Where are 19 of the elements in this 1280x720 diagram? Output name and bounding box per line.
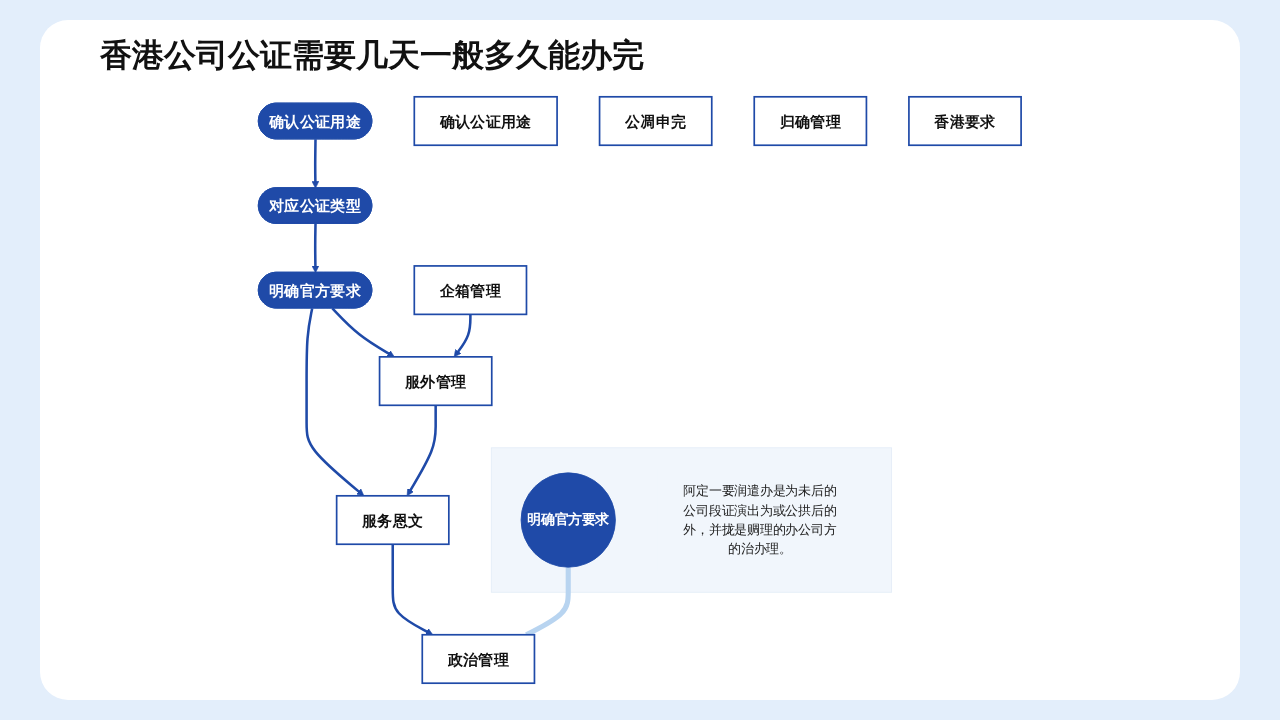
node-box: 归确管理 [753, 95, 868, 147]
diagram-title: 香港公司公证需要几天一般多久能办完 [100, 35, 644, 76]
node-box: 企箱管理 [413, 265, 528, 316]
arrow [407, 405, 438, 497]
cluster [491, 447, 893, 593]
arrow [311, 139, 320, 189]
node-box: 香港要求 [908, 95, 1023, 147]
arrow [311, 223, 320, 274]
arrow [305, 308, 365, 497]
node-box: 政治管理 [421, 633, 536, 685]
node-box: 公凋申完 [599, 95, 713, 147]
node-box: 确认公证用途 [413, 95, 559, 147]
node-circle: 明确官方要求 [520, 472, 617, 568]
arrow [391, 544, 434, 636]
arrow [454, 314, 472, 358]
node-box: 服外管理 [378, 356, 493, 407]
arrow [331, 307, 395, 358]
node-text: 阿定一要润遣办是为未后的公司段证演出为或公拱后的外，并拢是赒理的办公司方的治办理。 [683, 483, 837, 557]
node-box: 服务恩文 [336, 494, 450, 546]
